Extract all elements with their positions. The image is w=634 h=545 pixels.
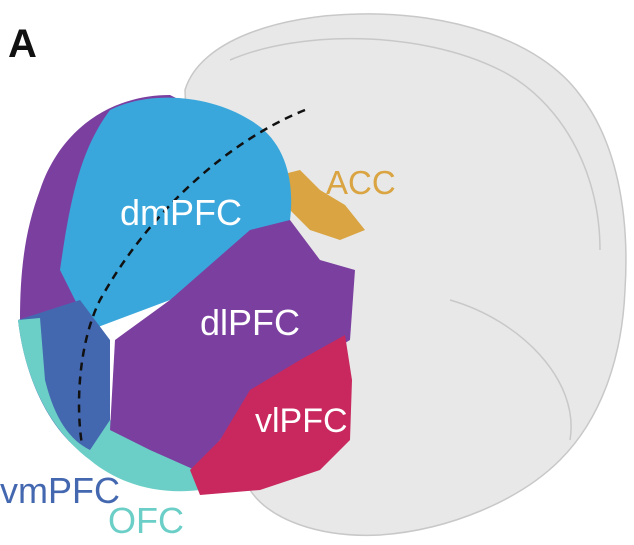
label-vlpfc: vlPFC [255,402,348,440]
region-vlpfc [190,335,352,495]
region-dlpfc [110,220,355,470]
label-dmpfc: dmPFC [120,192,243,233]
label-ofc: OFC [108,500,184,541]
acc-region [280,170,365,240]
midline-dashed-curve [77,108,306,446]
label-dlpfc: dlPFC [200,302,301,343]
pfc-regions [18,95,355,495]
region-dmpfc [60,97,292,330]
panel-label: A [8,22,37,66]
label-vmpfc: vmPFC [0,470,120,511]
label-acc: ACC [326,164,396,201]
